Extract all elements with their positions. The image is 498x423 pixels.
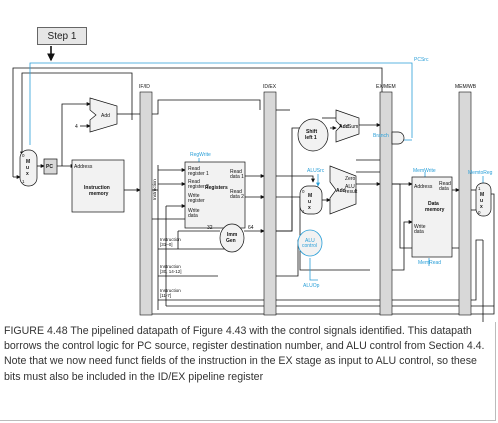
pc-adder-constant: 4 — [75, 124, 78, 130]
figure-caption: FIGURE 4.48 The pipelined datapath of Fi… — [4, 325, 485, 383]
label-ex-mem: EX/MEM — [376, 84, 396, 90]
read-data-2-label-a: Read — [230, 189, 242, 195]
write-register-label-a: Write — [188, 193, 200, 199]
branch-adder-sum: Sum — [348, 124, 358, 130]
wb-mux-letter-u: u — [480, 198, 483, 204]
shift-left-1 — [297, 118, 329, 152]
data-memory-read-data-1: Read — [439, 181, 451, 187]
alu-control — [297, 229, 323, 257]
alu-mux-letter-x: x — [308, 205, 311, 211]
pipelined-datapath-diagram: IF/ID ID/EX EX/MEM MEM/WB 0 M u x 1 PC A… — [12, 46, 495, 322]
write-data-label-b: data — [188, 213, 198, 219]
instruction-memory — [71, 159, 125, 213]
wb-mux-input-0: 0 — [478, 210, 481, 215]
read-data-1-label-b: data 1 — [230, 174, 244, 180]
imm-gen-bits-out: 64 — [248, 225, 254, 231]
alu-mux-input-0: 0 — [302, 189, 305, 194]
signal-regwrite: RegWrite — [190, 152, 211, 158]
pc-register — [43, 158, 58, 175]
label-mem-wb: MEM/WB — [455, 84, 477, 90]
registers-title: Registers — [205, 185, 228, 191]
read-register-1-label-b: register 1 — [188, 171, 209, 177]
alu — [329, 165, 357, 215]
write-register-label-b: register — [188, 198, 205, 204]
instr-field-1-a: Instruction — [160, 237, 181, 242]
alu-add-label: Add — [336, 188, 346, 194]
signal-memtoreg: MemtoReg — [468, 170, 493, 176]
wb-mux-letter-x: x — [480, 204, 483, 210]
caption-box — [0, 322, 496, 421]
wb-mux-letter-m: M — [480, 192, 484, 198]
instr-field-1-b: [31–0] — [160, 242, 173, 247]
shift-left-label-2: left 1 — [305, 135, 317, 141]
signal-memread: MemRead — [418, 260, 441, 266]
pc-mux-letter-x: x — [26, 171, 29, 177]
read-data-1-label-a: Read — [230, 169, 242, 175]
alu-result-label-1: ALU — [345, 184, 355, 190]
imm-gen — [219, 223, 245, 253]
instruction-memory-label-2: memory — [89, 191, 109, 197]
instr-field-2-a: Instruction — [160, 264, 181, 269]
data-memory-title-2: memory — [425, 207, 445, 213]
alu-mux-letter-u: u — [308, 199, 311, 205]
alu-control-label-2: control — [302, 243, 317, 249]
instr-field-2-b: [30, 14-12] — [160, 269, 182, 274]
register-file — [184, 161, 246, 229]
step-1-button[interactable]: Step 1 — [37, 27, 87, 45]
pc-mux — [19, 149, 38, 187]
pc-mux-input-1: 1 — [22, 179, 25, 184]
instr-field-3-a: Instruction — [160, 288, 181, 293]
pc-adder-label: Add — [101, 113, 110, 119]
instruction-vertical-label: Instruction — [152, 179, 157, 200]
instruction-memory-address: Address — [74, 164, 93, 170]
data-memory-write-data-1: Write — [414, 224, 426, 230]
data-memory — [411, 176, 453, 258]
pc-adder — [89, 97, 118, 133]
data-memory-title-1: Data — [428, 201, 439, 207]
write-data-label-a: Write — [188, 208, 200, 214]
read-data-2-label-b: data 2 — [230, 194, 244, 200]
instr-field-3-b: [11-7] — [160, 293, 171, 298]
read-register-2-label-b: register 2 — [188, 184, 209, 190]
writeback-mux — [475, 182, 492, 217]
signal-aluop: ALUOp — [303, 283, 320, 289]
imm-gen-label-2: Gen — [226, 238, 236, 244]
alu-zero-label: Zero — [345, 176, 356, 182]
imm-gen-bits-in: 32 — [207, 225, 213, 231]
branch-and-gate — [391, 131, 405, 145]
signal-alusrc: ALUSrc — [307, 168, 325, 174]
alu-result-label-2: result — [345, 189, 358, 195]
alu-mux-input-1: 1 — [302, 209, 305, 214]
branch-adder — [335, 109, 360, 143]
branch-adder-label: Add — [339, 124, 349, 130]
alu-control-label-1: ALU — [305, 238, 315, 244]
wb-mux-input-1: 1 — [478, 186, 481, 191]
pipeline-register-if-id — [139, 91, 153, 316]
alu-src-mux — [299, 185, 323, 215]
data-memory-read-data-2: data — [439, 186, 449, 192]
read-register-1-label-a: Read — [188, 166, 200, 172]
signal-branch: Branch — [373, 133, 389, 139]
pipeline-register-mem-wb — [458, 91, 472, 316]
label-if-id: IF/ID — [139, 84, 150, 90]
pipeline-register-ex-mem — [379, 91, 393, 316]
signal-pcsrc: PCSrc — [414, 57, 429, 63]
pc-mux-input-0: 0 — [22, 153, 25, 158]
pipeline-register-id-ex — [263, 91, 277, 316]
shift-left-label-1: Shift — [306, 129, 317, 135]
data-memory-address: Address — [414, 184, 433, 190]
signal-memwrite: MemWrite — [413, 168, 436, 174]
imm-gen-label-1: Imm — [227, 232, 238, 238]
pc-label: PC — [46, 164, 53, 170]
pc-mux-letter-m: M — [26, 159, 30, 165]
label-id-ex: ID/EX — [263, 84, 277, 90]
data-memory-write-data-2: data — [414, 229, 424, 235]
alu-mux-letter-m: M — [308, 193, 312, 199]
read-register-2-label-a: Read — [188, 179, 200, 185]
instruction-memory-label-1: Instruction — [84, 185, 110, 191]
pc-mux-letter-u: u — [26, 165, 29, 171]
